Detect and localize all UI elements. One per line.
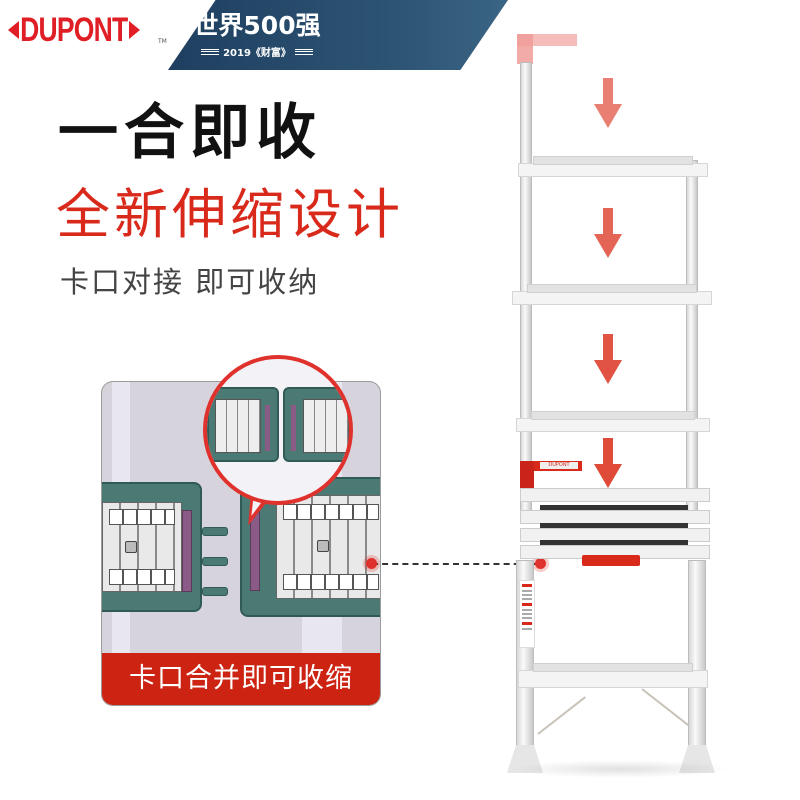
headline-primary: 一合即收 (58, 98, 322, 168)
logo-right-triangle-icon (128, 21, 140, 39)
card-caption: 卡口合并即可收缩 (102, 653, 380, 705)
badge-subtitle-row: 2019《财富》 (192, 44, 322, 59)
latch-detail-card: 卡口合并即可收缩 (101, 381, 381, 706)
logo-wordmark: DUPONT (20, 11, 128, 49)
ladder-step (516, 411, 710, 432)
dupont-logo: DUPONT TM (8, 10, 167, 50)
leader-line (372, 563, 540, 565)
ladder-step (512, 284, 712, 305)
collapsed-step (520, 488, 710, 502)
release-handle[interactable] (582, 555, 640, 566)
connector-pin (202, 557, 228, 566)
magnified-clip-right (283, 387, 349, 462)
left-clip-housing (102, 482, 202, 612)
arrow-down-icon (594, 438, 622, 488)
gear-mechanism (102, 502, 182, 592)
latch-bar (265, 405, 270, 451)
decorative-lines-icon (294, 48, 313, 55)
headline-secondary: 全新伸缩设计 (56, 183, 404, 246)
decorative-lines-icon (201, 48, 220, 55)
callout-dot-icon (535, 558, 546, 569)
arrow-down-icon (594, 78, 622, 128)
fortune-500-badge (168, 0, 508, 70)
headline-tagline: 卡口对接 即可收纳 (60, 265, 320, 299)
connector-pin (202, 527, 228, 536)
badge-subtitle: 2019《财富》 (223, 48, 291, 59)
right-leg (688, 560, 706, 760)
screw-hole-icon (317, 540, 329, 552)
bottom-step (518, 663, 708, 688)
brace (537, 696, 586, 735)
collapsed-step (520, 510, 710, 524)
logo-left-triangle-icon (8, 21, 19, 39)
screw-hole-icon (125, 541, 137, 553)
magnified-clip-left (207, 387, 279, 462)
arrow-down-icon (594, 334, 622, 384)
brace (641, 688, 690, 727)
connector-pin (202, 587, 228, 596)
ladder-step (518, 156, 708, 177)
warning-label (519, 580, 535, 648)
callout-dot-icon (366, 558, 377, 569)
right-pole (686, 160, 698, 520)
latch-bar (250, 509, 260, 591)
latch-bar (182, 510, 192, 592)
gear-mechanism (276, 495, 380, 599)
badge-title: 世界500强 (193, 11, 321, 40)
magnified-latch-callout (203, 355, 353, 505)
latch-bar (291, 405, 296, 451)
trademark-mark: TM (158, 38, 167, 45)
arrow-down-icon (594, 208, 622, 258)
